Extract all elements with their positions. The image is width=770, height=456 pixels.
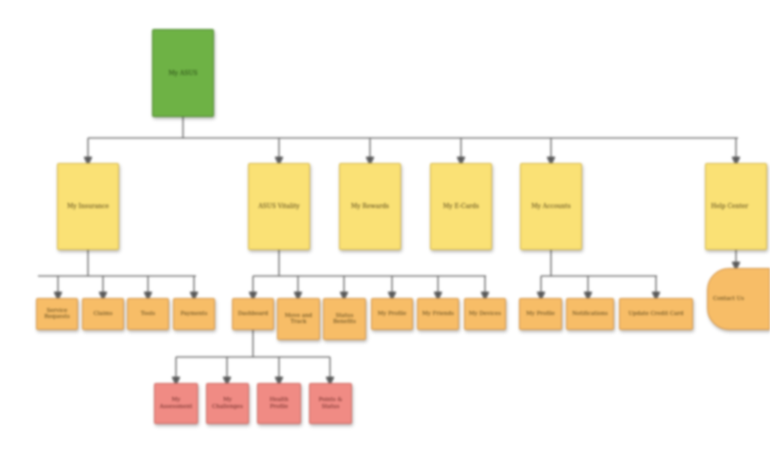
- leaf-label: Update Credit Card: [628, 310, 684, 317]
- sub-label: My Challenges: [212, 397, 243, 410]
- leaf-node: Move and Track: [277, 298, 320, 340]
- section-label: Help Center: [711, 203, 749, 210]
- leaf-node: Update Credit Card: [619, 298, 693, 330]
- section-node-help: Help Center: [705, 163, 767, 250]
- section-node-insurance: My Insurance: [57, 163, 119, 250]
- section-node-ecards: My E-Cards: [430, 163, 492, 250]
- sub-label: Health Profile: [269, 397, 289, 410]
- leaf-node: Service Requests: [36, 298, 78, 330]
- leaf-node: My Devices: [464, 298, 506, 330]
- leaf-label: Contact Us: [713, 295, 745, 302]
- leaf-label: Tools: [140, 310, 156, 317]
- sub-node: Health Profile: [257, 383, 301, 424]
- leaf-label: Dashboard: [237, 310, 269, 317]
- leaf-node: Claims: [82, 298, 124, 330]
- root-node: My ASUS: [152, 29, 214, 117]
- leaf-label: My Friends: [422, 310, 454, 317]
- leaf-label: My Devices: [468, 310, 502, 317]
- leaf-node: My Profile: [371, 298, 413, 330]
- leaf-node: Payments: [173, 298, 215, 330]
- sub-label: My Assessment: [159, 397, 193, 410]
- leaf-node: My Friends: [417, 298, 459, 330]
- leaf-node: My Profile: [519, 298, 562, 330]
- leaf-node: Notifications: [566, 298, 614, 330]
- leaf-label: My Profile: [377, 310, 407, 317]
- section-label: My E-Cards: [443, 203, 479, 210]
- leaf-label: Move and Track: [284, 312, 313, 326]
- leaf-label: Payments: [180, 310, 208, 317]
- sub-label: Points & Status: [318, 397, 343, 410]
- section-label: My Rewards: [350, 203, 389, 210]
- section-node-accounts: My Accounts: [520, 163, 582, 250]
- leaf-label: Service Requests: [44, 307, 70, 321]
- root-label: My ASUS: [168, 69, 198, 77]
- sub-node: My Assessment: [154, 383, 198, 424]
- leaf-node-contact: Contact Us: [707, 268, 770, 330]
- section-label: ASUS Vitality: [258, 203, 300, 210]
- leaf-label: Claims: [93, 310, 113, 317]
- leaf-node: Status Benefits: [323, 298, 366, 340]
- sub-node: Points & Status: [309, 383, 352, 424]
- leaf-node: Tools: [127, 298, 169, 330]
- leaf-label: My Profile: [526, 310, 555, 317]
- leaf-label: Status Benefits: [333, 312, 356, 326]
- section-node-rewards: My Rewards: [339, 163, 401, 250]
- leaf-label: Notifications: [572, 310, 608, 317]
- section-label: My Accounts: [531, 203, 571, 210]
- leaf-node: Dashboard: [232, 298, 274, 330]
- section-label: My Insurance: [67, 203, 109, 210]
- sub-node: My Challenges: [206, 383, 249, 424]
- section-node-vitality: ASUS Vitality: [248, 163, 310, 250]
